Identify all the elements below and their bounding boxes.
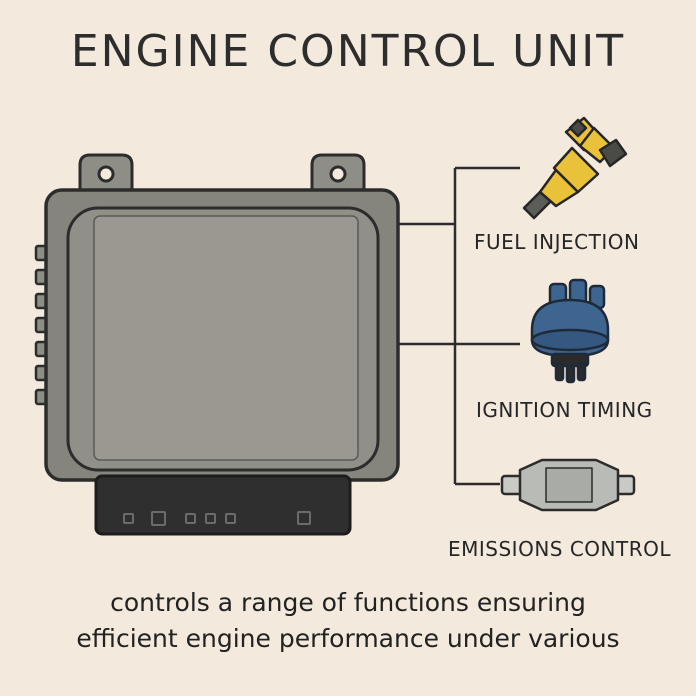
- ecu-unit-icon: [34, 153, 400, 536]
- distributor-cap-icon: [530, 278, 610, 384]
- ignition-timing-label: IGNITION TIMING: [476, 398, 653, 422]
- fuel-injection-label: FUEL INJECTION: [474, 230, 640, 254]
- caption-line-2: efficient engine performance under vario…: [76, 624, 620, 653]
- catalytic-converter-icon: [500, 458, 636, 512]
- diagram-title: ENGINE CONTROL UNIT: [70, 26, 626, 77]
- emissions-control-label: EMISSIONS CONTROL: [448, 537, 672, 561]
- connection-lines: [398, 166, 520, 486]
- fuel-injector-icon: [522, 116, 628, 220]
- caption-line-1: controls a range of functions ensuring: [110, 588, 586, 617]
